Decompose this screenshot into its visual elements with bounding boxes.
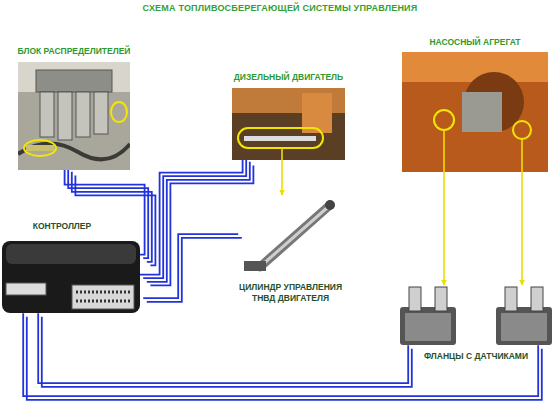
controller-node: КОНТРОЛЛЕР bbox=[0, 235, 145, 315]
sensor bbox=[505, 287, 517, 311]
wire bbox=[42, 317, 412, 387]
cylinder-node: ЦИЛИНДР УПРАВЛЕНИЯ ТНВД ДВИГАТЕЛЯ bbox=[240, 195, 340, 275]
cylinder-body bbox=[260, 205, 330, 267]
wire bbox=[143, 234, 238, 298]
connector-line bbox=[522, 172, 523, 285]
valve-body bbox=[36, 70, 112, 92]
wire-bundle bbox=[140, 155, 254, 286]
controller-unit bbox=[0, 235, 145, 315]
photo-background bbox=[18, 62, 130, 170]
sensor bbox=[531, 287, 543, 311]
highlight-ring bbox=[238, 128, 323, 148]
photo-background bbox=[232, 88, 345, 160]
connector-pins bbox=[76, 291, 130, 294]
highlight-ring bbox=[513, 121, 531, 139]
engine-photo bbox=[232, 88, 345, 160]
wire bbox=[281, 160, 283, 195]
wire bbox=[443, 172, 445, 285]
controller-case bbox=[2, 241, 140, 313]
connector bbox=[72, 285, 134, 309]
flange bbox=[496, 307, 552, 345]
case-highlight bbox=[6, 244, 136, 264]
photo-background bbox=[18, 62, 130, 92]
wire bbox=[147, 162, 250, 282]
node-label: ЦИЛИНДР УПРАВЛЕНИЯ ТНВД ДВИГАТЕЛЯ bbox=[228, 282, 353, 304]
node-label: БЛОК РАСПРЕДЕЛИТЕЛЕЙ bbox=[4, 46, 144, 57]
wire bbox=[140, 155, 243, 275]
wire bbox=[38, 313, 408, 383]
connector-line bbox=[444, 172, 445, 285]
wire bbox=[147, 238, 242, 302]
node-label: ДИЗЕЛЬНЫЙ ДВИГАТЕЛЬ bbox=[218, 72, 359, 83]
pump-part bbox=[462, 92, 502, 132]
connector-pins bbox=[76, 300, 130, 303]
leader-line bbox=[281, 148, 283, 160]
flange-face bbox=[405, 313, 451, 341]
valve-section bbox=[58, 92, 72, 140]
cylinder-shine bbox=[262, 207, 328, 265]
mount-bracket bbox=[244, 261, 266, 271]
cylinder-photo bbox=[240, 195, 340, 275]
pump-unit-photo bbox=[402, 52, 548, 172]
rod-end bbox=[325, 200, 335, 210]
valve-section bbox=[76, 92, 90, 137]
pump-node: НАСОСНЫЙ АГРЕГАТ bbox=[402, 52, 548, 172]
throttle-rod bbox=[244, 136, 316, 141]
sensor-flanges bbox=[395, 285, 557, 347]
flange bbox=[400, 307, 456, 345]
valve-block-photo bbox=[18, 62, 130, 170]
sensor bbox=[435, 287, 447, 311]
connector bbox=[6, 283, 46, 295]
valve-section bbox=[40, 92, 54, 137]
hose bbox=[18, 143, 130, 159]
leader-line bbox=[521, 139, 523, 172]
highlight-ring bbox=[434, 110, 454, 130]
flange-face bbox=[501, 313, 547, 341]
pump-part bbox=[402, 52, 548, 82]
wire bbox=[143, 158, 246, 278]
node-label: НАСОСНЫЙ АГРЕГАТ bbox=[402, 37, 548, 48]
leader-line bbox=[443, 130, 445, 172]
engine-node: ДИЗЕЛЬНЫЙ ДВИГАТЕЛЬ bbox=[232, 88, 345, 160]
highlight-ring bbox=[111, 102, 127, 122]
node-label: ФЛАНЦЫ С ДАТЧИКАМИ bbox=[405, 351, 547, 362]
flanges-node: ФЛАНЦЫ С ДАТЧИКАМИ bbox=[395, 285, 557, 347]
connector-line bbox=[282, 160, 283, 195]
sensor bbox=[409, 287, 421, 311]
sensor-fitting bbox=[26, 145, 54, 151]
wire bbox=[521, 172, 523, 285]
wire-bundle bbox=[38, 313, 412, 387]
diagram-title: СХЕМА ТОПЛИВОСБЕРЕГАЮЩЕЙ СИСТЕМЫ УПРАВЛЕ… bbox=[0, 3, 560, 13]
highlight-ring bbox=[24, 140, 56, 156]
node-label: КОНТРОЛЛЕР bbox=[22, 221, 102, 232]
valve-section bbox=[94, 92, 108, 134]
wire bbox=[150, 165, 253, 285]
valve-block-node: БЛОК РАСПРЕДЕЛИТЕЛЕЙ bbox=[18, 62, 130, 170]
wire-bundle bbox=[143, 234, 242, 302]
photo-background bbox=[402, 52, 548, 172]
